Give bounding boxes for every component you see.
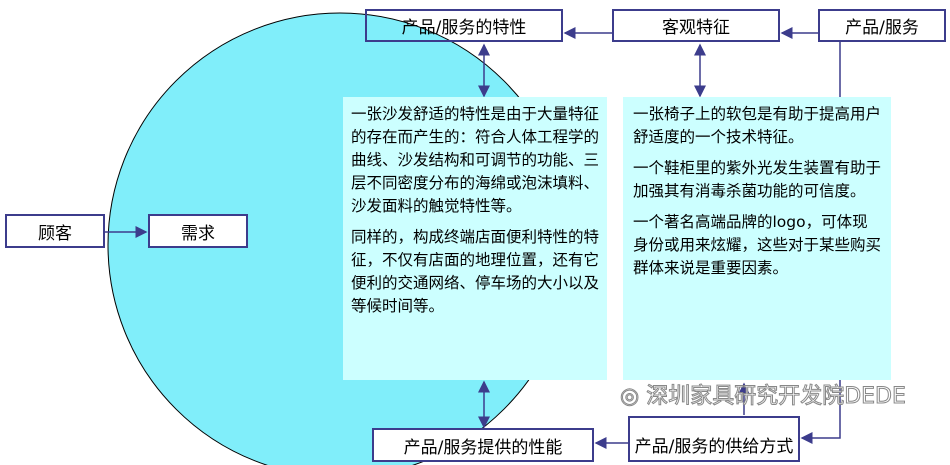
objective-features-box: 客观特征 <box>612 9 780 42</box>
panel-paragraph: 同样的，构成终端店面便利特性的特征，不仅有店面的地理位置，还有它便利的交通网络、… <box>351 228 600 315</box>
panel-paragraph: 一个著名高端品牌的logo，可体现身份或用来炫耀，这些对于某些购买群体来说是重要… <box>633 213 882 277</box>
objective-example-panel: 一张椅子上的软包是有助于提高用户舒适度的一个技术特征。 一个鞋柜里的紫外光发生装… <box>623 97 891 380</box>
customer-box: 顾客 <box>5 214 105 248</box>
supply-mode-box: 产品/服务的供给方式 <box>628 416 800 462</box>
product-features-box: 产品/服务的特性 <box>365 9 563 42</box>
performance-box: 产品/服务提供的性能 <box>372 428 594 462</box>
panel-paragraph: 一张沙发舒适的特性是由于大量特征的存在而产生的：符合人体工程学的曲线、沙发结构和… <box>351 105 600 215</box>
need-box: 需求 <box>148 214 248 248</box>
panel-paragraph: 一张椅子上的软包是有助于提高用户舒适度的一个技术特征。 <box>633 105 882 146</box>
watermark-text: 深圳家具研究开发院DEDE <box>646 384 907 410</box>
watermark: ◎ 深圳家具研究开发院DEDE <box>619 383 907 411</box>
features-example-panel: 一张沙发舒适的特性是由于大量特征的存在而产生的：符合人体工程学的曲线、沙发结构和… <box>343 97 607 380</box>
panel-paragraph: 一个鞋柜里的紫外光发生装置有助于加强其有消毒杀菌功能的可信度。 <box>633 159 882 200</box>
product-service-box: 产品/服务 <box>818 9 946 42</box>
wechat-icon: ◎ <box>619 384 647 410</box>
